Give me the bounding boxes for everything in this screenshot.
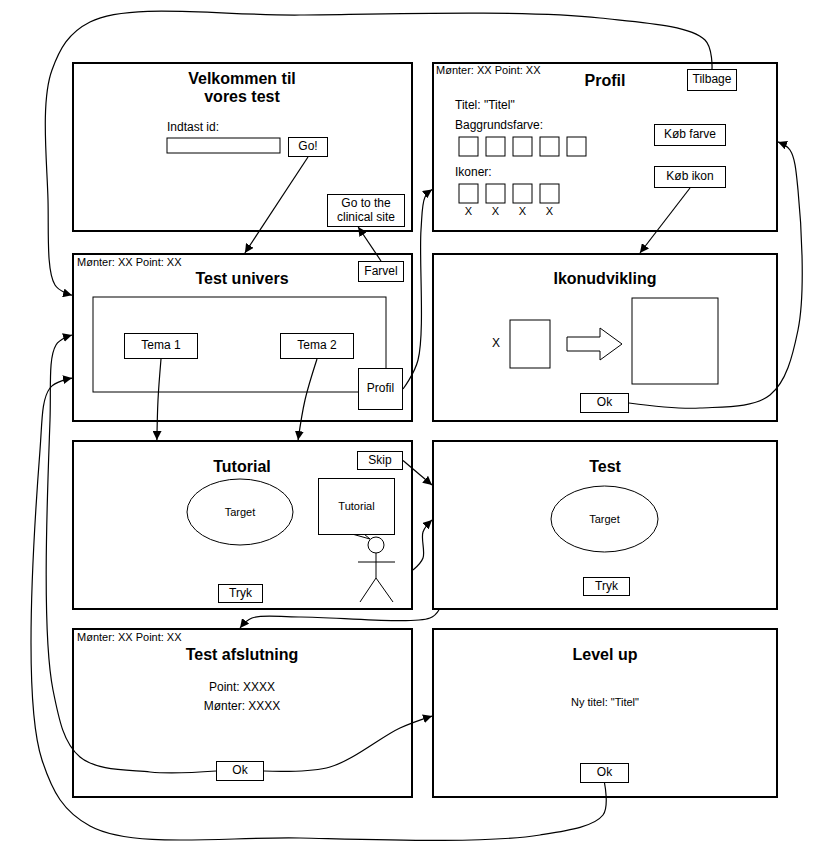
screen-title: Tutorial — [182, 458, 302, 476]
target-ellipse: Target — [550, 485, 659, 553]
screen-frame: IkonudviklingX Ok — [432, 253, 778, 422]
flow-arrow — [264, 716, 432, 771]
button: Ok — [580, 393, 629, 413]
flow-arrow — [240, 610, 439, 628]
icon-slot — [486, 184, 505, 203]
button: Køb ikon — [654, 166, 726, 188]
button-label: Farvel — [364, 265, 397, 279]
block-arrow — [567, 328, 622, 360]
button-label: Tryk — [595, 580, 618, 594]
screen-title: Profil — [545, 72, 665, 90]
button-label: Go! — [298, 140, 317, 154]
flow-arrow — [403, 461, 432, 486]
screen-frame: TestTargetTryk — [432, 440, 778, 610]
button-label: Køb farve — [664, 128, 716, 142]
button-label: Tema 1 — [141, 339, 180, 353]
figure-leg — [360, 578, 376, 602]
flow-arrow — [298, 359, 317, 440]
screen-text: Mønter: XX Point: XX — [436, 64, 541, 77]
color-swatch — [540, 137, 559, 156]
button: Køb farve — [654, 124, 726, 146]
button: Ok — [580, 763, 629, 783]
button-label: Tema 2 — [297, 339, 336, 353]
screen-frame: Profil Mønter: XX Point: XX Titel: "Titel"… — [432, 62, 778, 232]
screen-text: X — [488, 205, 504, 218]
button-label: Go to the clinical site — [331, 197, 401, 225]
screen-frame: TutorialTargetTrykSkipTutorial — [72, 440, 413, 610]
icon-slot — [459, 184, 478, 203]
theme-area — [93, 297, 386, 392]
button: Tryk — [583, 577, 630, 596]
flow-arrow — [640, 188, 690, 253]
flow-arrow — [403, 190, 432, 390]
button-label: Ok — [597, 766, 612, 780]
screen-title: Test univers — [162, 270, 322, 288]
screen-title: Level up — [525, 646, 685, 664]
screen-frame: Test afslutning Mønter: XX Point: XX Point… — [72, 628, 413, 798]
screen-text: Indtast id: — [167, 121, 219, 135]
screen-text: X — [461, 205, 477, 218]
color-swatch — [567, 137, 586, 156]
ellipse-shape — [551, 486, 658, 552]
screen-text: Baggrundsfarve: — [455, 119, 543, 133]
button: Go! — [288, 137, 328, 157]
flow-arrow — [245, 157, 308, 253]
button: Farvel — [358, 261, 404, 282]
screen-title: Test — [545, 458, 665, 476]
color-swatch — [513, 137, 532, 156]
screen-text: Point: XXXX — [182, 681, 302, 695]
button: Skip — [357, 451, 403, 470]
flow-arrow — [358, 227, 381, 261]
screen-text: X — [492, 337, 500, 351]
screen-text: Mønter: XX Point: XX — [77, 256, 182, 269]
button-label: Skip — [368, 454, 391, 468]
button: Go to the clinical site — [327, 194, 405, 227]
target-label: Target — [225, 506, 256, 519]
screen-frame: Level up Ny titel: "Titel" Ok — [432, 628, 778, 798]
flow-arrow — [413, 520, 432, 570]
icon-small — [510, 320, 550, 368]
screen-title: Velkommen til vores test — [167, 70, 317, 107]
button: Tema 1 — [124, 333, 198, 359]
button-label: Tryk — [229, 587, 252, 601]
screen-text: Mønter: XX Point: XX — [77, 631, 182, 644]
input-field — [167, 138, 280, 153]
screen-text: Titel: "Titel" — [455, 99, 515, 113]
button-label: Profil — [367, 382, 394, 396]
speech-bubble: Tutorial — [318, 478, 395, 535]
button-label: Køb ikon — [666, 170, 713, 184]
figure-leg — [376, 578, 393, 602]
color-swatch — [486, 137, 505, 156]
screen-text: Ny titel: "Titel" — [505, 696, 705, 709]
figure-head — [368, 537, 384, 553]
screen-title: Ikonudvikling — [525, 270, 685, 288]
screen-text: Mønter: XXXX — [182, 700, 302, 714]
button: Profil — [358, 368, 403, 410]
bubble-text: Tutorial — [338, 500, 374, 513]
button: Tema 2 — [280, 333, 354, 359]
button-label: Ok — [232, 764, 247, 778]
screen-text: Ikoner: — [455, 166, 492, 180]
icon-large — [632, 298, 718, 384]
target-ellipse: Target — [186, 478, 294, 546]
screen-title: Test afslutning — [162, 646, 322, 664]
color-swatch — [459, 137, 478, 156]
figure-arms — [358, 562, 395, 563]
icon-slot — [540, 184, 559, 203]
target-label: Target — [589, 513, 620, 526]
screen-text: X — [542, 205, 558, 218]
button: Ok — [216, 761, 264, 781]
screen-text: X — [515, 205, 531, 218]
button: Tryk — [218, 584, 263, 603]
button: Tilbage — [687, 69, 737, 91]
button-label: Ok — [597, 396, 612, 410]
button-label: Tilbage — [693, 73, 732, 87]
figure-body — [376, 553, 377, 578]
ellipse-shape — [187, 479, 293, 545]
flow-arrow — [157, 359, 161, 440]
screen-frame: Velkommen til vores testIndtast id: Go! Go… — [72, 62, 413, 232]
icon-slot — [513, 184, 532, 203]
screen-frame: Test universMønter: XX Point: XX FarvelTe… — [72, 253, 413, 422]
